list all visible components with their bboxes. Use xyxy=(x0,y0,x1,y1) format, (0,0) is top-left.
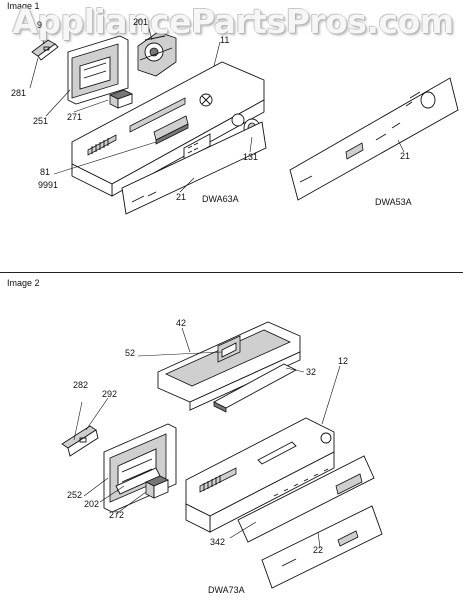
part-201-timer xyxy=(137,31,177,77)
part-252-bezel xyxy=(103,423,177,513)
callout-11: 11 xyxy=(220,35,230,45)
model-dwa53a: DWA53A xyxy=(375,197,412,207)
part-52-bracket xyxy=(217,335,241,363)
model-dwa73a: DWA73A xyxy=(208,585,245,595)
callout-81: 81 xyxy=(40,167,51,177)
part-22-overlay xyxy=(261,505,383,589)
part-21-overlay-left xyxy=(121,121,267,215)
callout-22: 22 xyxy=(313,545,324,555)
callout-251: 251 xyxy=(33,116,49,126)
callout-202: 202 xyxy=(84,499,100,509)
callout-32: 32 xyxy=(306,367,317,377)
callout-201: 201 xyxy=(133,17,149,27)
part-9-281-clip xyxy=(31,39,59,61)
part-42-tray xyxy=(157,321,301,411)
image-1-title: Image 1 xyxy=(7,1,40,11)
part-81-handle xyxy=(153,115,189,145)
callout-52: 52 xyxy=(125,348,136,358)
callout-252: 252 xyxy=(67,490,83,500)
section-divider xyxy=(0,272,463,273)
callout-292: 292 xyxy=(102,389,118,399)
image-1-leaders xyxy=(29,24,405,193)
callout-282: 282 xyxy=(73,380,89,390)
part-272-block xyxy=(145,475,169,499)
model-dwa63a: DWA63A xyxy=(202,194,239,204)
callout-131: 131 xyxy=(243,152,259,162)
callout-12: 12 xyxy=(338,356,349,366)
callout-342: 342 xyxy=(210,537,226,547)
part-271-block xyxy=(108,89,134,109)
part-251-bezel xyxy=(67,35,129,105)
part-12-console xyxy=(185,417,335,533)
callout-21-left: 21 xyxy=(176,192,187,202)
part-342-overlay xyxy=(237,455,375,543)
image-2-leaders xyxy=(73,327,341,549)
part-21-overlay-right xyxy=(289,77,459,201)
image-2-title: Image 2 xyxy=(7,278,40,288)
callout-281: 281 xyxy=(11,88,27,98)
callout-42: 42 xyxy=(176,318,187,328)
callout-272: 272 xyxy=(109,510,125,520)
callout-9: 9 xyxy=(37,20,43,30)
callout-9991: 9991 xyxy=(38,180,59,190)
callout-21-right: 21 xyxy=(400,151,411,161)
watermark-logo: AppliancePartsPros.com xyxy=(12,2,454,41)
callout-271: 271 xyxy=(67,112,83,122)
part-292-282-clip xyxy=(61,425,99,457)
